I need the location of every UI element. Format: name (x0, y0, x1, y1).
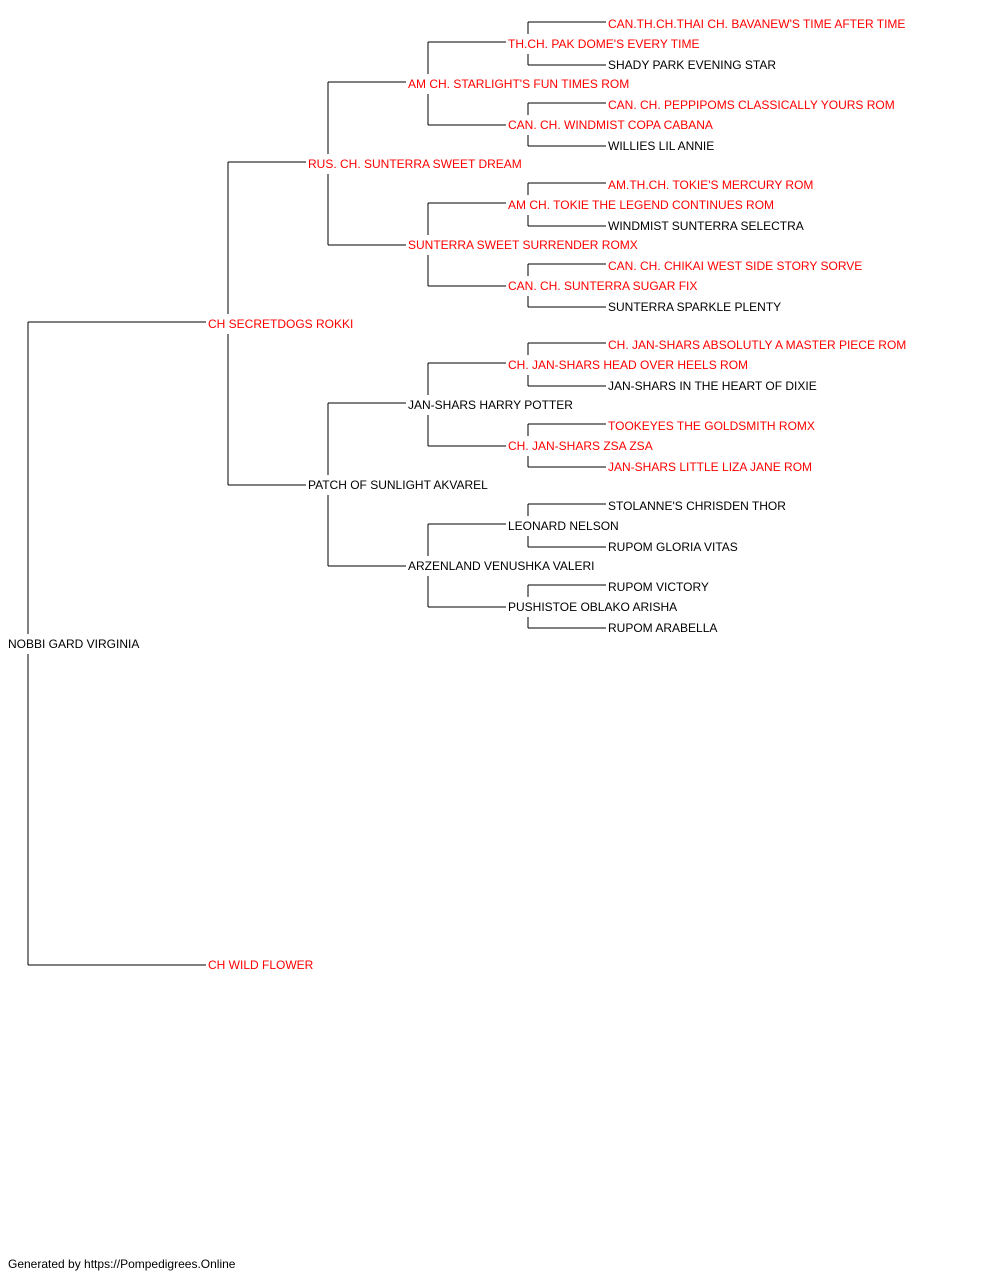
dog-sire-th-ch-pak-dome-s-every-time: TH.CH. PAK DOME'S EVERY TIME (508, 37, 702, 51)
dog-dam-jan-shars-little-liza-jane-rom: JAN-SHARS LITTLE LIZA JANE ROM (608, 460, 815, 474)
dog-dam-shady-park-evening-star: SHADY PARK EVENING STAR (608, 58, 779, 72)
dog-sire-can-ch-chikai-west-side-story-sorve: CAN. CH. CHIKAI WEST SIDE STORY SORVE (608, 259, 865, 273)
dog-dam-windmist-sunterra-selectra: WINDMIST SUNTERRA SELECTRA (608, 219, 806, 233)
dog-sire-am-ch-starlight-s-fun-times-rom: AM CH. STARLIGHT'S FUN TIMES ROM (408, 77, 632, 91)
dog-dam-jan-shars-in-the-heart-of-dixie: JAN-SHARS IN THE HEART OF DIXIE (608, 379, 819, 393)
dog-sire-stolanne-s-chrisden-thor: STOLANNE'S CHRISDEN THOR (608, 499, 788, 513)
footer-credit: Generated by https://Pompedigrees.Online (8, 1257, 236, 1271)
dog-dam-pushistoe-oblako-arisha: PUSHISTOE OBLAKO ARISHA (508, 600, 680, 614)
dog-dam-patch-of-sunlight-akvarel: PATCH OF SUNLIGHT AKVAREL (308, 478, 490, 492)
dog-dam-sunterra-sweet-surrender-romx: SUNTERRA SWEET SURRENDER ROMX (408, 238, 640, 252)
dog-sire-ch-jan-shars-head-over-heels-rom: CH. JAN-SHARS HEAD OVER HEELS ROM (508, 358, 751, 372)
dog-sire-can-th-ch-thai-ch-bavanew-s-time-after-time: CAN.TH.CH.THAI CH. BAVANEW'S TIME AFTER … (608, 17, 908, 31)
dog-sire-tookeyes-the-goldsmith-romx: TOOKEYES THE GOLDSMITH ROMX (608, 419, 817, 433)
dog-dam-willies-lil-annie: WILLIES LIL ANNIE (608, 139, 717, 153)
dog-sire-can-ch-peppipoms-classically-yours-rom: CAN. CH. PEPPIPOMS CLASSICALLY YOURS ROM (608, 98, 897, 112)
dog-dam-arzenland-venushka-valeri: ARZENLAND VENUSHKA VALERI (408, 559, 597, 573)
dog-dam-ch-wild-flower: CH WILD FLOWER (208, 958, 316, 972)
dog-dam-rupom-gloria-vitas: RUPOM GLORIA VITAS (608, 540, 740, 554)
dog-sire-rupom-victory: RUPOM VICTORY (608, 580, 711, 594)
dog-root-nobbi-gard-virginia: NOBBI GARD VIRGINIA (8, 637, 142, 651)
dog-sire-leonard-nelson: LEONARD NELSON (508, 519, 621, 533)
dog-sire-ch-secretdogs-rokki: CH SECRETDOGS ROKKI (208, 317, 356, 331)
dog-sire-am-th-ch-tokie-s-mercury-rom: AM.TH.CH. TOKIE'S MERCURY ROM (608, 178, 816, 192)
dog-dam-rupom-arabella: RUPOM ARABELLA (608, 621, 720, 635)
dog-sire-am-ch-tokie-the-legend-continues-rom: AM CH. TOKIE THE LEGEND CONTINUES ROM (508, 198, 777, 212)
dog-sire-jan-shars-harry-potter: JAN-SHARS HARRY POTTER (408, 398, 575, 412)
dog-dam-can-ch-sunterra-sugar-fix: CAN. CH. SUNTERRA SUGAR FIX (508, 279, 700, 293)
dog-dam-can-ch-windmist-copa-cabana: CAN. CH. WINDMIST COPA CABANA (508, 118, 715, 132)
dog-dam-ch-jan-shars-zsa-zsa: CH. JAN-SHARS ZSA ZSA (508, 439, 655, 453)
dog-sire-rus-ch-sunterra-sweet-dream: RUS. CH. SUNTERRA SWEET DREAM (308, 157, 524, 171)
dog-sire-ch-jan-shars-absolutly-a-master-piece-rom: CH. JAN-SHARS ABSOLUTLY A MASTER PIECE R… (608, 338, 909, 352)
dog-dam-sunterra-sparkle-plenty: SUNTERRA SPARKLE PLENTY (608, 300, 784, 314)
